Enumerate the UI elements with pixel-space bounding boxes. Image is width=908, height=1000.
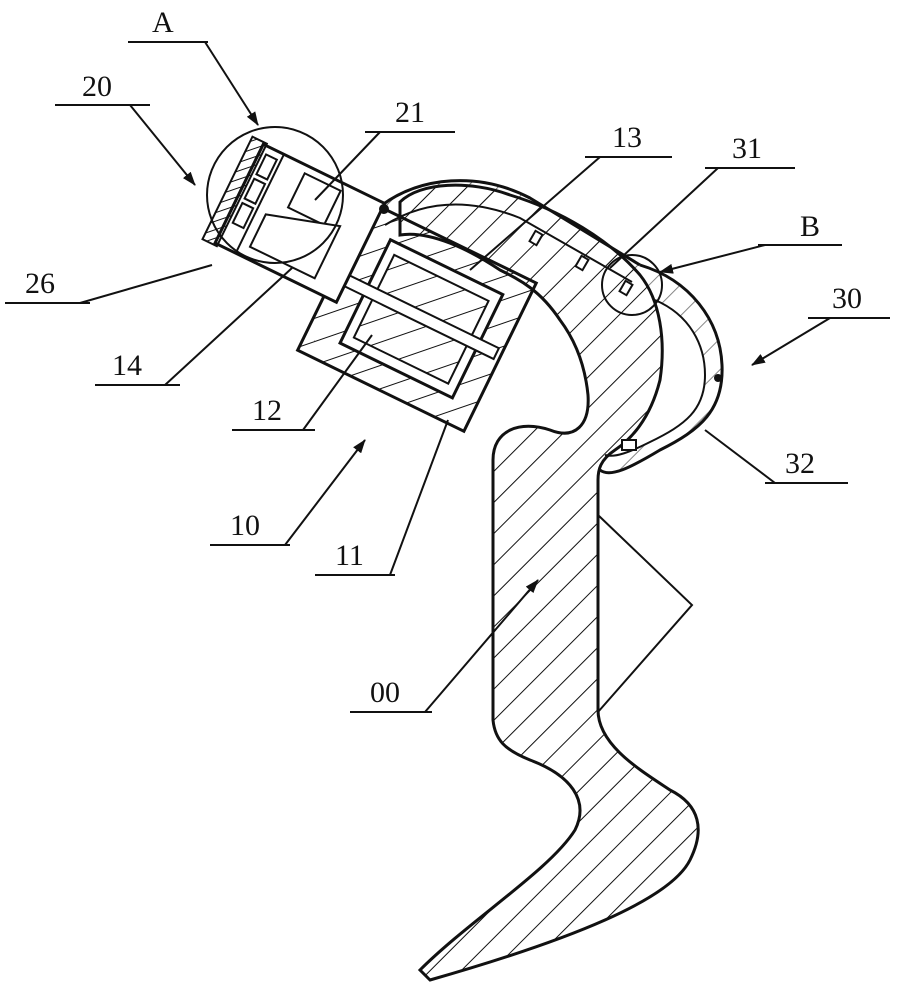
bolt-2 — [574, 254, 590, 272]
label-11: 11 — [335, 539, 364, 572]
body-00-shape — [398, 183, 700, 982]
leader-20 — [129, 104, 196, 186]
screw-a — [255, 153, 279, 181]
leader-32 — [704, 429, 776, 484]
shell-30-inner — [604, 299, 707, 457]
leader-31 — [609, 167, 719, 269]
shell-30-band — [600, 265, 723, 473]
latch-32 — [621, 439, 637, 451]
leader-A — [204, 41, 259, 126]
pin-head — [379, 204, 389, 214]
label-30: 30 — [832, 282, 862, 315]
label-10: 10 — [230, 509, 260, 542]
leader-26 — [79, 264, 213, 304]
leader-12 — [302, 334, 373, 431]
head-inner-line — [234, 153, 285, 254]
leader-14 — [164, 267, 293, 386]
label-A: A — [152, 6, 174, 39]
label-21: 21 — [395, 96, 425, 129]
label-00: 00 — [370, 676, 400, 709]
label-B: B — [800, 210, 820, 243]
leader-00 — [424, 579, 539, 713]
label-32: 32 — [785, 447, 815, 480]
leader-13 — [469, 156, 601, 271]
leader-21 — [314, 131, 381, 201]
leader-30 — [751, 317, 831, 366]
cover-13-hatch-band — [378, 180, 640, 282]
label-12: 12 — [252, 394, 282, 427]
bolt-1 — [528, 229, 544, 247]
leader-11 — [389, 419, 449, 576]
pin-shell — [714, 374, 722, 382]
screw-c — [231, 201, 255, 230]
label-20: 20 — [82, 70, 112, 103]
leader-10 — [284, 439, 366, 546]
plate-26 — [201, 135, 269, 248]
label-14: 14 — [112, 349, 142, 382]
bolt-3 — [618, 279, 634, 297]
detail-circle-B — [601, 254, 663, 316]
label-31: 31 — [732, 132, 762, 165]
label-13: 13 — [612, 121, 642, 154]
label-26: 26 — [25, 267, 55, 300]
section-marker — [597, 514, 694, 713]
leader-B — [659, 244, 766, 274]
detail-circle-A — [206, 126, 344, 264]
screw-b — [243, 177, 267, 206]
wedge-14 — [248, 213, 342, 280]
